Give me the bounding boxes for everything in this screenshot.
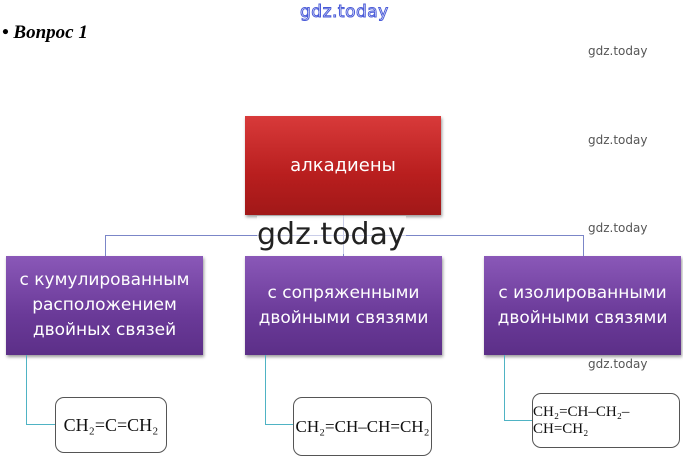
formula-text: CH₂=CH–CH₂–CH=CH₂ bbox=[533, 403, 630, 437]
watermark: gdz.today bbox=[588, 221, 648, 235]
node-cumulated: с кумулированным расположением двойных с… bbox=[6, 256, 203, 355]
connector bbox=[265, 355, 266, 424]
connector bbox=[504, 420, 532, 421]
connector bbox=[26, 355, 27, 424]
node-conjugated: с сопряженными двойными связями bbox=[245, 256, 442, 355]
formula-allene: CH₂=C=CH₂ bbox=[55, 397, 167, 453]
root-label: алкадиены bbox=[290, 155, 396, 176]
node-label: с сопряженными двойными связями bbox=[258, 282, 429, 328]
node-isolated: с изолированными двойными связями bbox=[484, 256, 681, 355]
formula-text: CH₂=CH–CH=CH₂ bbox=[295, 416, 430, 436]
connector bbox=[583, 235, 584, 256]
watermark: gdz.today bbox=[588, 133, 648, 147]
question-title: • Вопрос 1 bbox=[2, 22, 88, 43]
watermark: gdz.today bbox=[588, 44, 648, 58]
watermark-center: gdz.today bbox=[257, 216, 406, 254]
node-label: с изолированными двойными связями bbox=[497, 282, 668, 328]
formula-text: CH₂=C=CH₂ bbox=[63, 414, 159, 435]
watermark: gdz.today bbox=[588, 357, 648, 371]
connector bbox=[105, 235, 106, 256]
connector bbox=[26, 424, 55, 425]
formula-butadiene: CH₂=CH–CH=CH₂ bbox=[293, 397, 432, 456]
watermark-top: gdz.today bbox=[300, 2, 389, 23]
connector bbox=[265, 424, 293, 425]
connector bbox=[504, 355, 505, 420]
root-node: алкадиены bbox=[245, 116, 441, 215]
formula-pentadiene: CH₂=CH–CH₂–CH=CH₂ bbox=[532, 393, 680, 448]
node-label: с кумулированным расположением двойных с… bbox=[19, 270, 190, 340]
